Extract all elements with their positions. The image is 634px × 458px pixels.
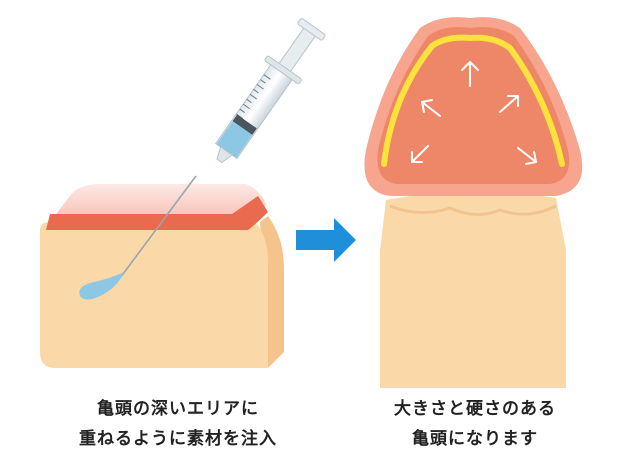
caption-result: 大きさと硬さのある 亀頭になります	[345, 394, 605, 454]
caption-injection-line-2: 重ねるように素材を注入	[79, 429, 277, 449]
caption-injection-line-1: 亀頭の深いエリアに	[97, 399, 259, 419]
expand-arrow-icon	[411, 61, 537, 165]
result-illustration	[364, 17, 583, 388]
caption-injection: 亀頭の深いエリアに 重ねるように素材を注入	[48, 394, 308, 454]
shaft	[380, 191, 566, 388]
filler-droplet	[79, 272, 124, 300]
filler-layer	[381, 34, 565, 167]
caption-result-line-2: 亀頭になります	[412, 429, 538, 449]
tissue-surface	[50, 184, 266, 222]
syringe-icon	[214, 18, 326, 164]
caption-result-line-1: 大きさと硬さのある	[394, 399, 556, 419]
tissue-front-face	[40, 222, 268, 368]
shaft-ridge	[389, 204, 557, 216]
deep-layer	[46, 196, 268, 230]
needle	[119, 175, 197, 279]
tissue-cross-section	[40, 175, 284, 368]
arrow-right-icon	[296, 218, 356, 262]
